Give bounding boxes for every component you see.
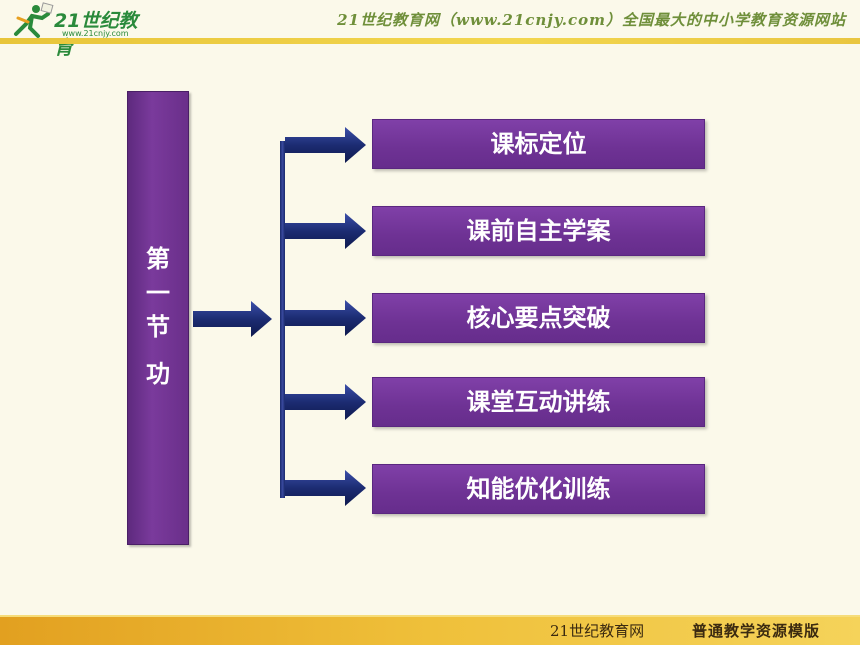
menu-item-preview-study[interactable]: 课前自主学案 xyxy=(372,206,705,256)
menu-item-ability-training[interactable]: 知能优化训练 xyxy=(372,464,705,514)
menu-item-classroom-practice[interactable]: 课堂互动讲练 xyxy=(372,377,705,427)
section-title: 第一节 xyxy=(128,242,188,344)
menu-item-course-standards[interactable]: 课标定位 xyxy=(372,119,705,169)
header-divider xyxy=(0,38,860,44)
footer-subtitle: 普通教学资源模版 xyxy=(692,622,821,640)
footer-divider xyxy=(0,615,860,617)
section-heading-box: 第一节 功 xyxy=(127,91,189,545)
logo: 21世纪教育 www.21cnjy.com xyxy=(6,2,146,59)
connector-line xyxy=(280,141,285,498)
section-title-text: 第一节 xyxy=(146,245,170,341)
footer-brand: 21世纪教育网 xyxy=(550,622,645,640)
main-arrow-icon xyxy=(193,301,272,337)
header-slogan: 21世纪教育网（www.21cnjy.com）全国最大的中小学教育资源网站 xyxy=(337,11,846,29)
branch-arrow-icon-3 xyxy=(285,300,366,336)
branch-arrow-icon-4 xyxy=(285,384,366,420)
logo-url: www.21cnjy.com xyxy=(62,29,129,38)
running-figure-icon xyxy=(14,2,54,38)
section-name: 功 xyxy=(146,360,170,388)
menu-item-key-points[interactable]: 核心要点突破 xyxy=(372,293,705,343)
branch-arrow-icon-1 xyxy=(285,127,366,163)
branch-arrow-icon-2 xyxy=(285,213,366,249)
branch-arrow-icon-5 xyxy=(285,470,366,506)
footer-bar xyxy=(0,615,860,645)
header-area: 21世纪教育 www.21cnjy.com 21世纪教育网（www.21cnjy… xyxy=(0,0,860,59)
